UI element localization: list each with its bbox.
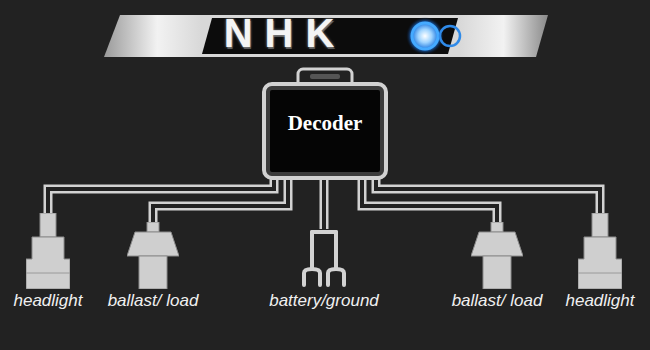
plug-neck [592, 213, 608, 237]
wire-connector [153, 178, 288, 222]
plug-label: battery/ground [267, 291, 381, 311]
plug-ridge [26, 273, 70, 274]
plug-head [471, 232, 523, 256]
wire-core [153, 178, 288, 222]
connector-plug: headlight [11, 213, 85, 311]
plug-neck [147, 222, 159, 232]
wire-sheath [320, 178, 329, 229]
ballast-plug [471, 222, 523, 289]
plug-body [139, 256, 167, 289]
plug-label: headlight [11, 291, 85, 311]
fork-terminal [304, 269, 320, 285]
plug-body [578, 237, 622, 289]
plug-label: ballast/ load [106, 291, 201, 311]
angel-eye-ring [440, 26, 460, 46]
plug-ridge [578, 273, 622, 274]
fork-terminal [328, 269, 344, 285]
plug-body [26, 237, 70, 289]
battery-terminals [298, 229, 350, 289]
decoder-handle-slot [310, 74, 340, 79]
headlight-glow [406, 17, 444, 55]
plug-label: ballast/ load [450, 291, 545, 311]
connector-plug: ballast/ load [106, 222, 201, 311]
terminal-bar [312, 230, 336, 234]
wire-sheath [376, 178, 600, 213]
plug-neck [491, 222, 503, 232]
wire-core [376, 178, 600, 213]
plug-body [483, 256, 511, 289]
wire-connector [376, 178, 600, 213]
plug-neck [40, 213, 56, 237]
terminal-wire [334, 232, 338, 269]
wire-connector [324, 178, 325, 229]
headlight-plug [26, 213, 70, 289]
logo-title: NHK [170, 10, 400, 56]
plug-head [127, 232, 179, 256]
decoder-label: Decoder [266, 86, 384, 136]
angel-eye-ring [412, 23, 438, 49]
wire-sheath [153, 178, 288, 222]
wire-core [322, 178, 326, 229]
terminal-wire [310, 232, 314, 269]
ballast-plug [127, 222, 179, 289]
connector-plug: ballast/ load [450, 222, 545, 311]
connector-plug: headlight [563, 213, 637, 311]
headlight-plug [578, 213, 622, 289]
connector-plug: battery/ground [267, 229, 381, 311]
plug-label: headlight [563, 291, 637, 311]
decoder-box: Decoder [262, 82, 388, 180]
